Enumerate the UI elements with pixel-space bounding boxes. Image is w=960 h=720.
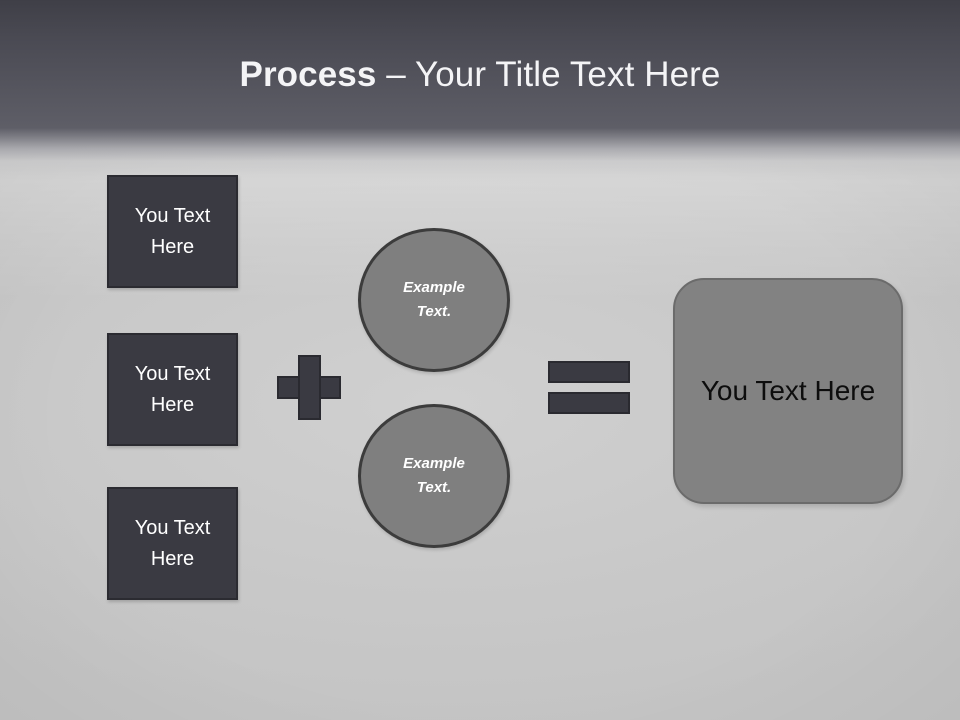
example-circle-2-line1: Example (403, 455, 465, 472)
example-circle-2-line2: Text. (416, 479, 452, 496)
result-box-label: You Text Here (700, 375, 876, 406)
equals-icon (548, 361, 630, 414)
slide-title-strong: Process (239, 55, 377, 94)
plus-icon (277, 355, 341, 420)
result-box[interactable]: You Text Here (673, 278, 903, 504)
input-box-2-label: You Text Here (134, 362, 211, 416)
equals-icon-bottom-bar (548, 392, 630, 414)
slide-header-band: Process – Your Title Text Here (0, 0, 960, 175)
input-box-3-label: You Text Here (134, 516, 211, 570)
example-circle-1[interactable]: Example Text. (358, 228, 510, 372)
equals-icon-top-bar (548, 361, 630, 383)
example-circle-1-line2: Text. (416, 303, 452, 320)
example-circle-2[interactable]: Example Text. (358, 404, 510, 548)
slide-title-separator: – (376, 55, 415, 94)
input-box-3[interactable]: You Text Here (107, 487, 238, 600)
slide-title: Process – Your Title Text Here (0, 53, 960, 97)
input-box-2[interactable]: You Text Here (107, 333, 238, 446)
example-circle-1-line1: Example (403, 279, 465, 296)
input-box-1-label: You Text Here (134, 204, 211, 258)
input-box-1[interactable]: You Text Here (107, 175, 238, 288)
example-circle-2-label: Example Text. (403, 452, 465, 500)
slide-title-light: Your Title Text Here (415, 55, 721, 94)
example-circle-1-label: Example Text. (403, 276, 465, 324)
plus-icon-center-fill (300, 378, 318, 397)
